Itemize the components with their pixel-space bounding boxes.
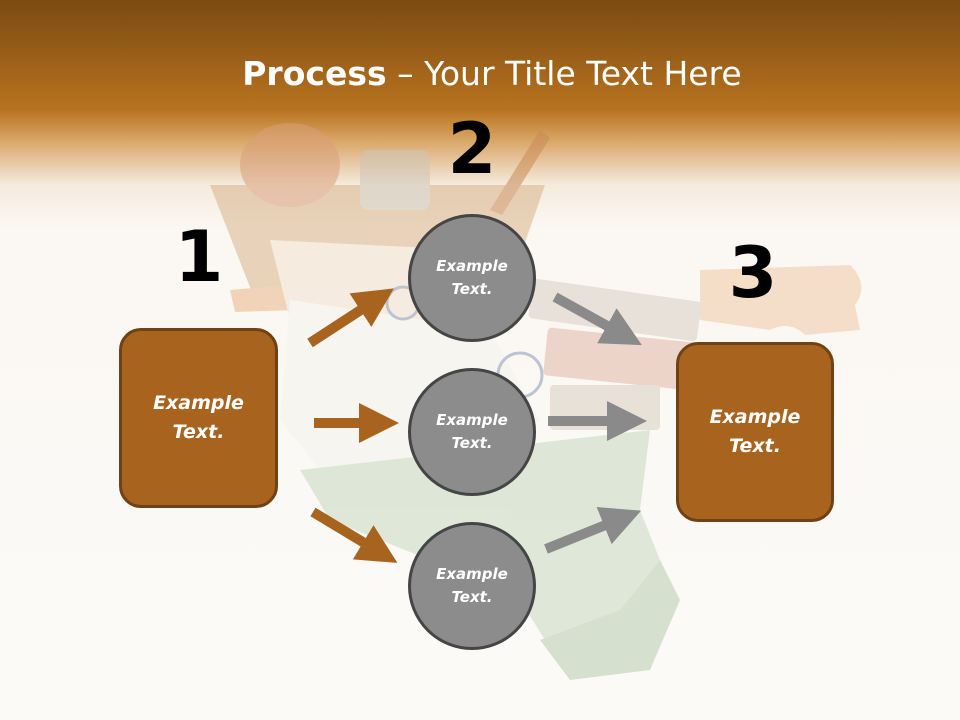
right-box-line2: Text. xyxy=(729,435,781,457)
process-circle-2[interactable]: Example Text. xyxy=(408,368,536,496)
title-strong: Process xyxy=(242,54,387,93)
right-box-line1: Example xyxy=(709,406,801,428)
right-arrow-icon xyxy=(307,288,394,348)
step-number-1: 1 xyxy=(174,216,224,298)
left-box-line2: Text. xyxy=(172,421,225,443)
title-rest: – Your Title Text Here xyxy=(386,54,742,93)
circle-2-line1: Example xyxy=(436,411,508,429)
circle-1-line2: Text. xyxy=(451,280,493,298)
process-circle-3[interactable]: Example Text. xyxy=(408,522,536,650)
circle-3-line2: Text. xyxy=(451,588,493,606)
left-box-line1: Example xyxy=(153,392,244,414)
circle-2-line2: Text. xyxy=(451,434,493,452)
step-number-3: 3 xyxy=(728,232,778,314)
right-arrow-icon xyxy=(552,292,642,346)
right-example-box[interactable]: Example Text. xyxy=(676,342,834,522)
right-arrow-icon xyxy=(544,507,642,554)
right-arrow-icon xyxy=(310,507,398,563)
circle-1-line1: Example xyxy=(436,257,508,275)
slide-title: Process – Your Title Text Here xyxy=(0,52,960,96)
circle-3-line1: Example xyxy=(436,565,508,583)
process-circle-1[interactable]: Example Text. xyxy=(408,214,536,342)
step-number-2: 2 xyxy=(447,108,497,190)
left-example-box[interactable]: Example Text. xyxy=(119,328,278,508)
